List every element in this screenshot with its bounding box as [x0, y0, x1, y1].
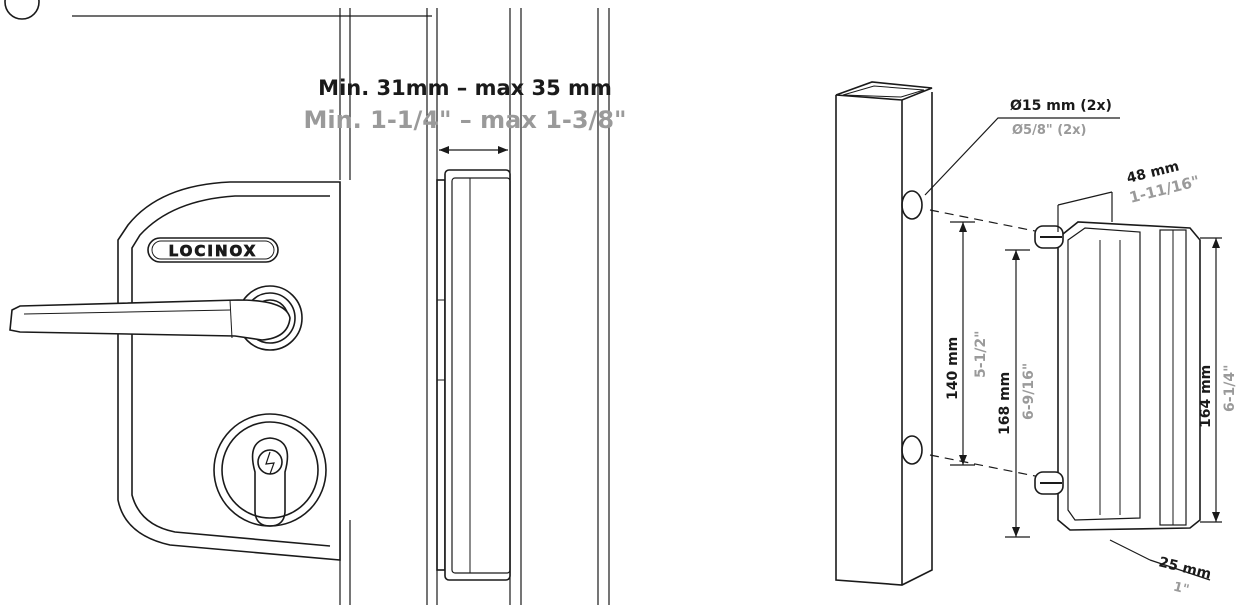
hole-spacing-metric-label: 140 mm — [945, 337, 961, 400]
brand-logo: LOCINOX — [169, 242, 258, 260]
keeper-body — [444, 169, 511, 581]
mounting-bolt-top — [1034, 225, 1064, 249]
width-imperial-label-right: 1" — [1172, 580, 1191, 598]
lock-face — [131, 195, 331, 547]
depth-dimension — [1057, 191, 1113, 206]
keeper-housing — [1057, 221, 1201, 531]
mounting-hole-bottom — [901, 435, 923, 465]
height-metric-label: 164 mm — [1198, 365, 1214, 428]
width-metric-label: Min. 31mm – max 35 mm — [318, 76, 612, 100]
mounting-bolt-bottom — [1034, 471, 1064, 495]
logo-plate — [147, 237, 279, 263]
width-dimension — [1149, 559, 1211, 581]
square-post — [835, 92, 933, 586]
hole-leader-line — [924, 117, 1120, 196]
width-metric-label-right: 25 mm — [1157, 554, 1213, 582]
bolt-spacing-imperial-label: 6-9/16" — [1021, 363, 1037, 420]
euro-cylinder — [251, 437, 289, 527]
left-lock-drawing — [4, 0, 610, 605]
height-imperial-label: 6-1/4" — [1222, 365, 1238, 412]
step-number-circle — [4, 0, 40, 20]
width-imperial-label: Min. 1-1/4" – max 1-3/8" — [303, 106, 626, 134]
hole-spacing-imperial-label: 5-1/2" — [973, 331, 989, 378]
lever-handle — [9, 299, 291, 341]
mounting-hole-top — [901, 190, 923, 220]
bolt-spacing-metric-label: 168 mm — [997, 372, 1013, 435]
strike-plate — [436, 179, 446, 571]
lock-body — [117, 181, 341, 561]
hole-imperial-label: Ø5/8" (2x) — [1012, 123, 1087, 138]
right-mounting-drawing — [835, 81, 1222, 586]
hole-metric-label: Ø15 mm (2x) — [1010, 98, 1112, 114]
